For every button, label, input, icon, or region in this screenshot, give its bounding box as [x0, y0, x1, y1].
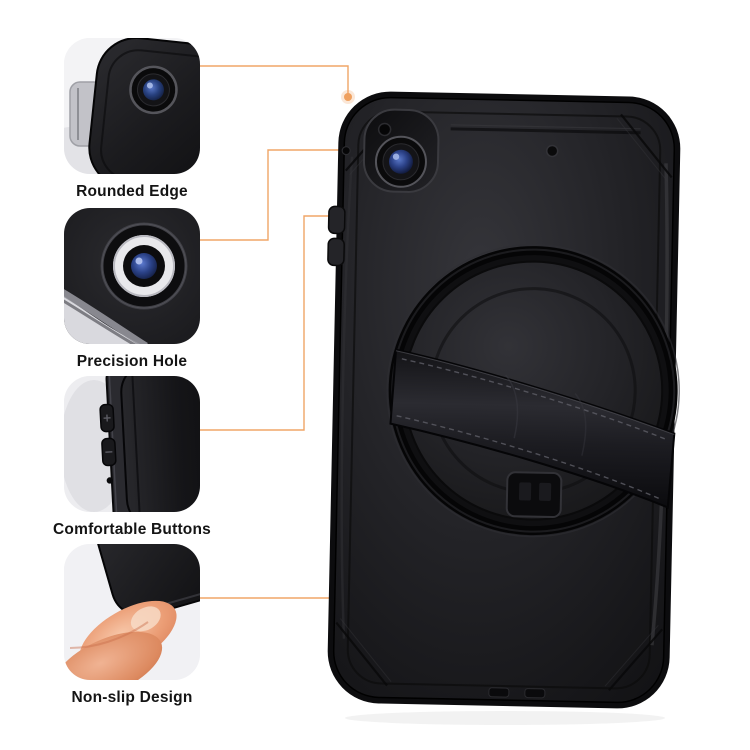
camera-cutout — [362, 108, 440, 193]
feature-label-comfortable-buttons: Comfortable Buttons — [53, 521, 211, 538]
hand-strap — [389, 348, 676, 509]
feature-comfortable-buttons: Comfortable Buttons — [53, 376, 211, 539]
feature-label-precision-hole: Precision Hole — [76, 353, 188, 370]
finger-grip-closeup-image — [64, 544, 200, 680]
feature-precision-hole: Precision Hole — [64, 208, 200, 371]
non-slip-design-photo — [64, 544, 200, 680]
rounded-edge-photo — [64, 38, 200, 174]
case-corner-closeup-image — [64, 38, 200, 174]
feature-rounded-edge: Rounded Edge — [64, 38, 200, 201]
kickstand — [505, 471, 563, 519]
mic-hole — [545, 144, 559, 158]
feature-label-non-slip: Non-slip Design — [71, 689, 193, 706]
precision-hole-photo — [64, 208, 200, 344]
feature-label-rounded-edge: Rounded Edge — [76, 183, 188, 200]
product-photo — [295, 70, 725, 730]
flash-hole — [377, 122, 392, 137]
side-buttons-closeup-image — [64, 376, 200, 512]
tablet-case-image — [327, 91, 681, 725]
comfortable-buttons-photo — [64, 376, 200, 512]
strap-stitching — [401, 358, 667, 441]
side-buttons — [327, 205, 346, 267]
feature-non-slip-design: Non-slip Design — [64, 544, 200, 707]
camera-lens-closeup-image — [64, 208, 200, 344]
